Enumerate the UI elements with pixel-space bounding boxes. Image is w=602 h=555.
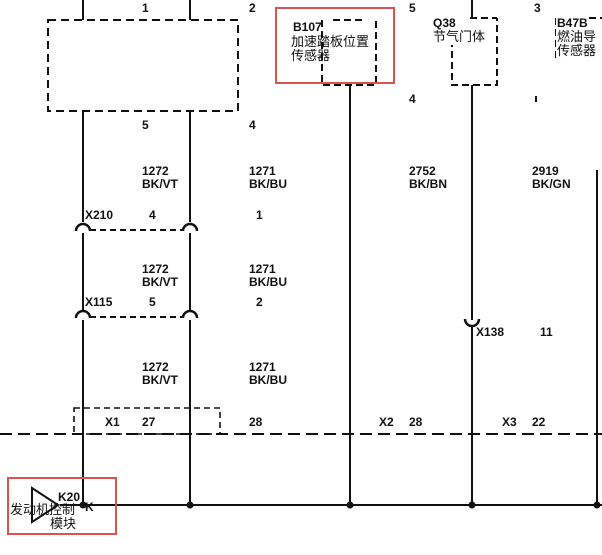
pin-label: 4 (149, 208, 156, 222)
pin-label: 3 (534, 1, 541, 15)
b107-code: B107 (293, 20, 322, 34)
k20-code: K20 (58, 490, 81, 504)
wire-color: BK/BU (249, 373, 287, 387)
pin-label: 5 (149, 295, 156, 309)
b47b-name-line2: 传感器 (556, 44, 598, 59)
junction-dot (593, 501, 601, 509)
junction-dot (79, 501, 87, 509)
wire-number: 1271 (249, 262, 276, 276)
pin-label: 28 (409, 415, 423, 429)
wire-color: BK/GN (532, 177, 571, 191)
x2-code: X2 (379, 415, 394, 429)
wire-number: 2919 (532, 164, 559, 178)
pin-label: 4 (249, 118, 256, 132)
highlight-box-b107 (275, 7, 395, 84)
k20-trailing-letter: K (85, 500, 94, 514)
wire-number: 1272 (142, 360, 169, 374)
q38-code: Q38 (432, 16, 457, 30)
upper-module-outline (47, 19, 239, 112)
junction-dot (186, 501, 194, 509)
k20-name-line1: 发动机控制 (10, 503, 76, 518)
pin-label: 1 (142, 1, 149, 15)
q38-outline (451, 18, 498, 86)
wire-color: BK/BN (409, 177, 447, 191)
junction-dot (468, 501, 476, 509)
q38-name: 节气门体 (432, 30, 487, 45)
x210-terminal-right (181, 222, 199, 232)
x115-terminal-right (181, 309, 199, 319)
x1-code: X1 (105, 415, 120, 429)
b107-name-line2: 传感器 (291, 49, 331, 64)
b47b-code: B47B (556, 16, 589, 30)
junction-dot (346, 501, 354, 509)
pin-label: 2 (256, 295, 263, 309)
pin-label: 5 (409, 1, 416, 15)
wire-color: BK/BU (249, 177, 287, 191)
pin-label: 2 (249, 1, 256, 15)
highlight-box-k20 (7, 477, 117, 535)
x210-code: X210 (85, 208, 114, 222)
wire-color: BK/VT (142, 275, 178, 289)
wire-number: 2752 (409, 164, 436, 178)
wire-number: 1272 (142, 164, 169, 178)
x138-code: X138 (476, 325, 505, 339)
k20-name-line2: 模块 (50, 517, 77, 532)
pin-label: 5 (142, 118, 149, 132)
wire-number: 1271 (249, 164, 276, 178)
wire-color: BK/VT (142, 177, 178, 191)
x115-code: X115 (85, 295, 113, 309)
pin-label: 27 (142, 415, 156, 429)
x210-terminal-left (74, 222, 92, 232)
pin-label: 1 (256, 208, 263, 222)
wire-number: 1271 (249, 360, 276, 374)
pin-label: 22 (532, 415, 546, 429)
k20-ground-symbol (31, 486, 60, 524)
pin-label: 11 (540, 325, 553, 339)
b47b-name-line1: 燃油导 (556, 30, 598, 45)
b107-name-line1: 加速踏板位置 (291, 35, 370, 50)
x3-code: X3 (502, 415, 517, 429)
x115-terminal-left (74, 309, 92, 319)
wire-color: BK/BU (249, 275, 287, 289)
pin-label: 28 (249, 415, 263, 429)
wire-number: 1272 (142, 262, 169, 276)
pin-label: 4 (409, 92, 416, 106)
wire-color: BK/VT (142, 373, 178, 387)
